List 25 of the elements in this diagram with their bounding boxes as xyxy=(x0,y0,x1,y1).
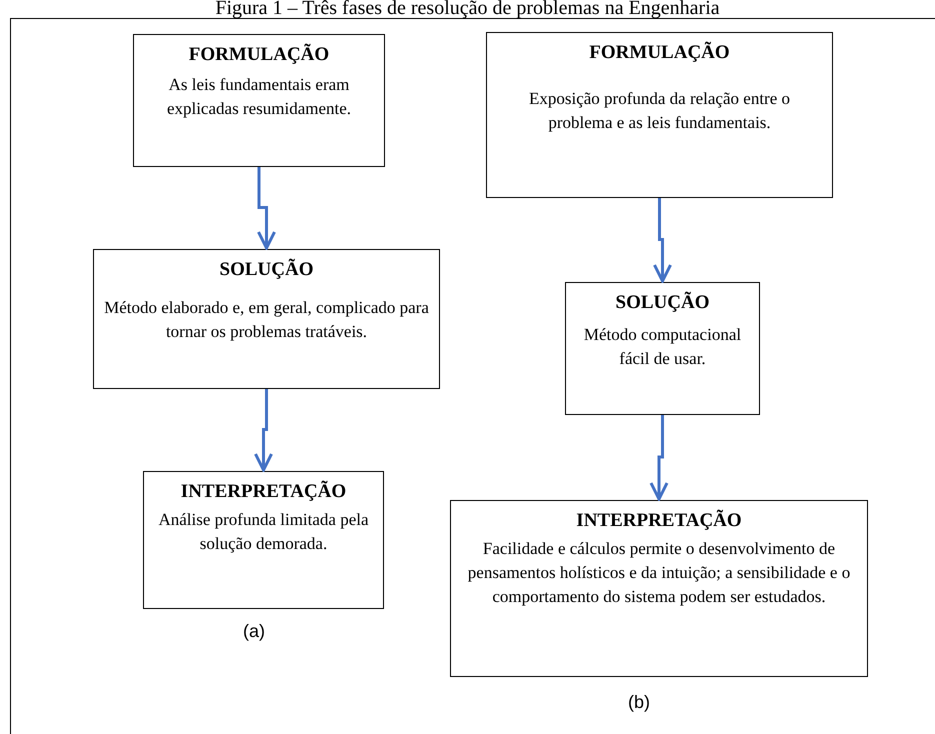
box-description: Exposição profunda da relação entre o problema e as leis fundamentais. xyxy=(528,88,792,134)
arrow xyxy=(254,389,273,472)
box-heading: INTERPRETAÇÃO xyxy=(180,480,346,504)
process-box xyxy=(93,249,440,389)
box-description: Método elaborado e, em geral, complicado para tornar os problemas tratáveis. xyxy=(104,297,429,343)
box-heading: INTERPRETAÇÃO xyxy=(576,509,742,533)
subfigure-label: (b) xyxy=(628,692,650,713)
arrow xyxy=(650,415,668,500)
box-heading: SOLUÇÃO xyxy=(616,291,710,315)
process-box xyxy=(133,34,385,167)
box-description: Análise profunda limitada pela solução demorada. xyxy=(157,509,370,555)
process-box xyxy=(143,471,384,609)
arrow xyxy=(257,167,276,250)
box-description: Método computacional fácil de usar. xyxy=(582,324,742,370)
box-heading: FORMULAÇÃO xyxy=(188,43,330,67)
process-box xyxy=(565,282,760,415)
box-description: As leis fundamentais eram explicadas resumidamente. xyxy=(166,74,352,120)
figure-title: Figura 1 – Três fases de resolução de problemas na Engenharia xyxy=(214,0,721,18)
arrow xyxy=(653,198,672,282)
box-heading: SOLUÇÃO xyxy=(220,258,314,282)
subfigure-label: (a) xyxy=(243,621,265,642)
box-description: Facilidade e cálculos permite o desenvolvimento de pensamentos holísticos e da intuição; a sensibilidade e o comportamento do sistema podem ser estudados. xyxy=(466,538,852,608)
process-box xyxy=(450,500,868,677)
process-box xyxy=(486,32,833,198)
box-heading: FORMULAÇÃO xyxy=(589,41,730,65)
